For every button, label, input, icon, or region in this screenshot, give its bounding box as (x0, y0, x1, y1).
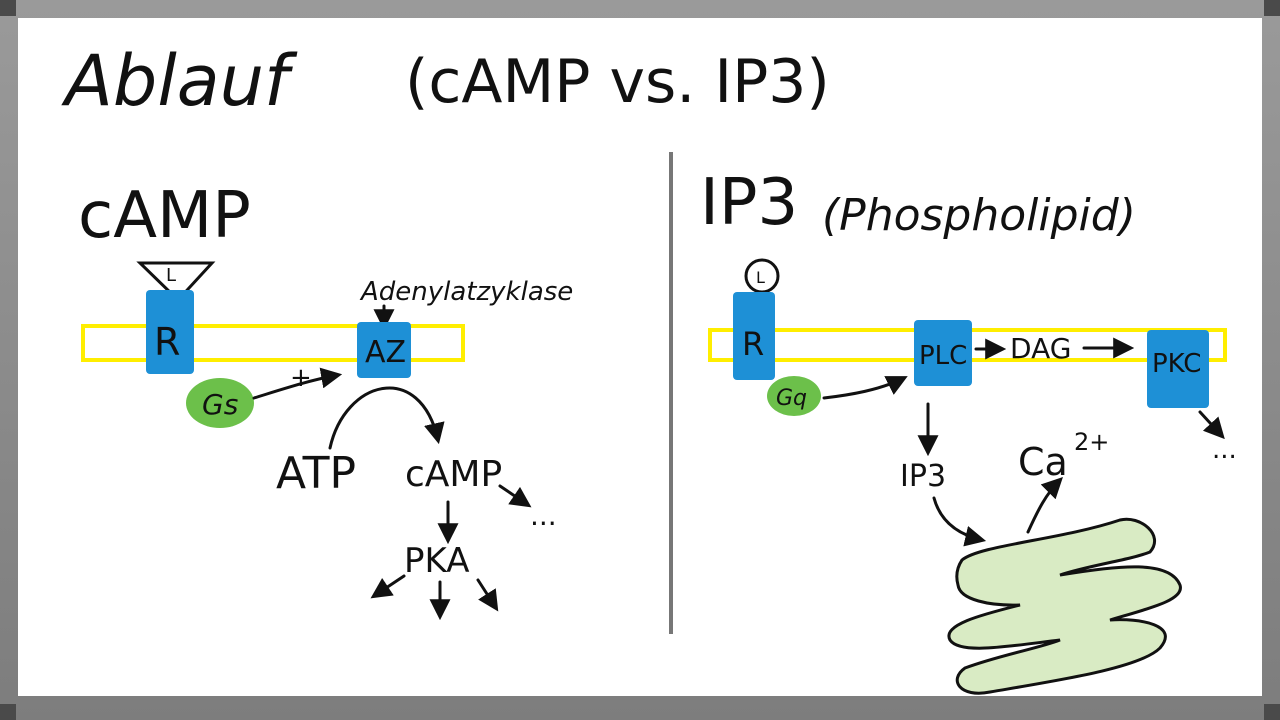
left-membrane (81, 324, 465, 362)
left-pka: PKA (404, 541, 469, 581)
frame-corner-bottom-left (0, 704, 16, 720)
left-activation-sign: + (290, 363, 312, 393)
frame-corner-top-right (1264, 0, 1280, 16)
right-receptor: R (742, 325, 764, 363)
right-continuation: ... (1212, 435, 1237, 465)
right-subheading: (Phospholipid) (822, 190, 1136, 241)
left-gs-shape (186, 378, 254, 428)
right-calcium: Ca (1018, 440, 1068, 484)
left-continuation: ... (530, 499, 557, 532)
right-receptor-shape (733, 292, 775, 380)
title-paren: (cAMP vs. IP3) (405, 47, 830, 117)
left-camp: cAMP (405, 454, 502, 495)
frame-corner-top-left (0, 0, 16, 16)
right-plc: PLC (919, 341, 967, 371)
right-plc-shape (914, 320, 972, 386)
left-receptor-shape (146, 290, 194, 374)
right-pkc: PKC (1152, 349, 1201, 379)
left-pka-arrow-left (370, 574, 406, 599)
left-gs: Gs (202, 388, 238, 421)
right-ip3: IP3 (900, 459, 946, 494)
right-pkc-to-more-arrow (1198, 410, 1225, 440)
right-gq: Gq (776, 386, 807, 411)
right-gq-shape (767, 376, 821, 416)
title-main: Ablauf (61, 40, 298, 122)
left-gs-to-az-arrow (252, 367, 343, 400)
left-az-shape (357, 322, 411, 378)
right-ip3-to-er-arrow (932, 496, 987, 547)
left-atp: ATP (276, 448, 356, 499)
left-camp-to-more-arrow (498, 484, 532, 508)
left-ligand-shape (136, 261, 216, 303)
right-pkc-shape (1147, 330, 1209, 408)
left-atp-to-camp-arrow (328, 386, 445, 450)
left-heading: cAMP (78, 179, 251, 253)
left-pka-arrow-right (476, 578, 499, 612)
right-calcium-charge: 2+ (1074, 428, 1109, 456)
right-ligand: L (756, 268, 765, 287)
right-er-to-calcium-arrow (1026, 477, 1063, 534)
right-er-shape (947, 517, 1182, 695)
left-enzyme-label: Adenylatzyklase (359, 277, 573, 307)
left-receptor: R (154, 320, 180, 364)
right-dag: DAG (1010, 332, 1071, 365)
right-heading: IP3 (700, 166, 798, 240)
left-ligand: L (166, 265, 176, 286)
left-az: AZ (365, 335, 406, 370)
frame-corner-bottom-right (1264, 704, 1280, 720)
right-gq-to-plc-arrow (822, 376, 908, 400)
